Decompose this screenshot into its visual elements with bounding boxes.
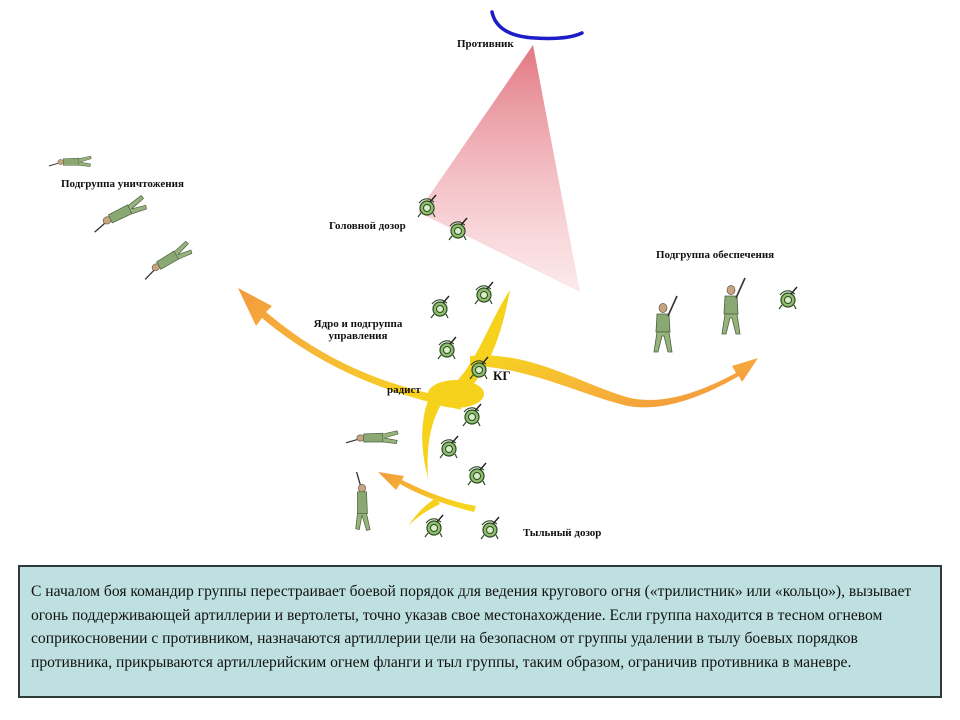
core-label-line1: Ядро и подгруппа — [313, 318, 403, 330]
rear-patrol-soldier-1-icon — [424, 514, 444, 538]
radio-operator-label: радист — [387, 384, 421, 396]
enemy-position-arc — [490, 10, 584, 41]
arrow-to-support-subgroup — [470, 355, 758, 408]
core-soldier-3-icon — [437, 336, 457, 360]
destruction-soldier-1-icon — [48, 155, 92, 168]
rear-patrol-soldier-2-icon — [480, 516, 500, 540]
core-soldier-2-icon — [474, 281, 494, 305]
rear-soldier-standing-icon — [355, 471, 371, 532]
core-and-control-label: Ядро и подгруппа управления — [306, 318, 410, 342]
formation-soldier-6-icon — [467, 462, 487, 486]
fire-sector-cone — [418, 45, 580, 292]
core-label-line2: управления — [328, 330, 388, 342]
rear-patrol-label: Тыльный дозор — [523, 527, 602, 539]
destruction-soldier-2-icon — [88, 194, 149, 234]
arrow-rear-patrol — [378, 472, 476, 512]
destruction-soldier-3-icon — [138, 240, 195, 281]
support-soldier-3-icon — [778, 286, 798, 310]
support-soldier-2-icon — [721, 277, 746, 335]
arrow-to-head-patrol — [455, 290, 510, 388]
formation-hub — [428, 380, 484, 408]
enemy-label: Противник — [457, 38, 514, 50]
info-text-box: С началом боя командир группы перестраив… — [18, 565, 942, 698]
kg-label: КГ — [493, 368, 511, 383]
arrow-rear-branch — [408, 498, 440, 526]
destruction-subgroup-label: Подгруппа уничтожения — [61, 178, 184, 190]
head-patrol-soldier-1-icon — [417, 194, 437, 218]
core-soldier-1-icon — [430, 295, 450, 319]
formation-soldier-5-icon — [439, 435, 459, 459]
info-text: С началом боя командир группы перестраив… — [31, 583, 912, 671]
formation-soldier-4-icon — [462, 403, 482, 427]
arrow-down-branch — [422, 396, 445, 478]
support-subgroup-label: Подгруппа обеспечения — [656, 249, 775, 261]
head-patrol-label: Головной дозор — [329, 220, 406, 232]
radio-operator-soldier-icon — [345, 430, 399, 445]
support-soldier-1-icon — [653, 295, 678, 353]
